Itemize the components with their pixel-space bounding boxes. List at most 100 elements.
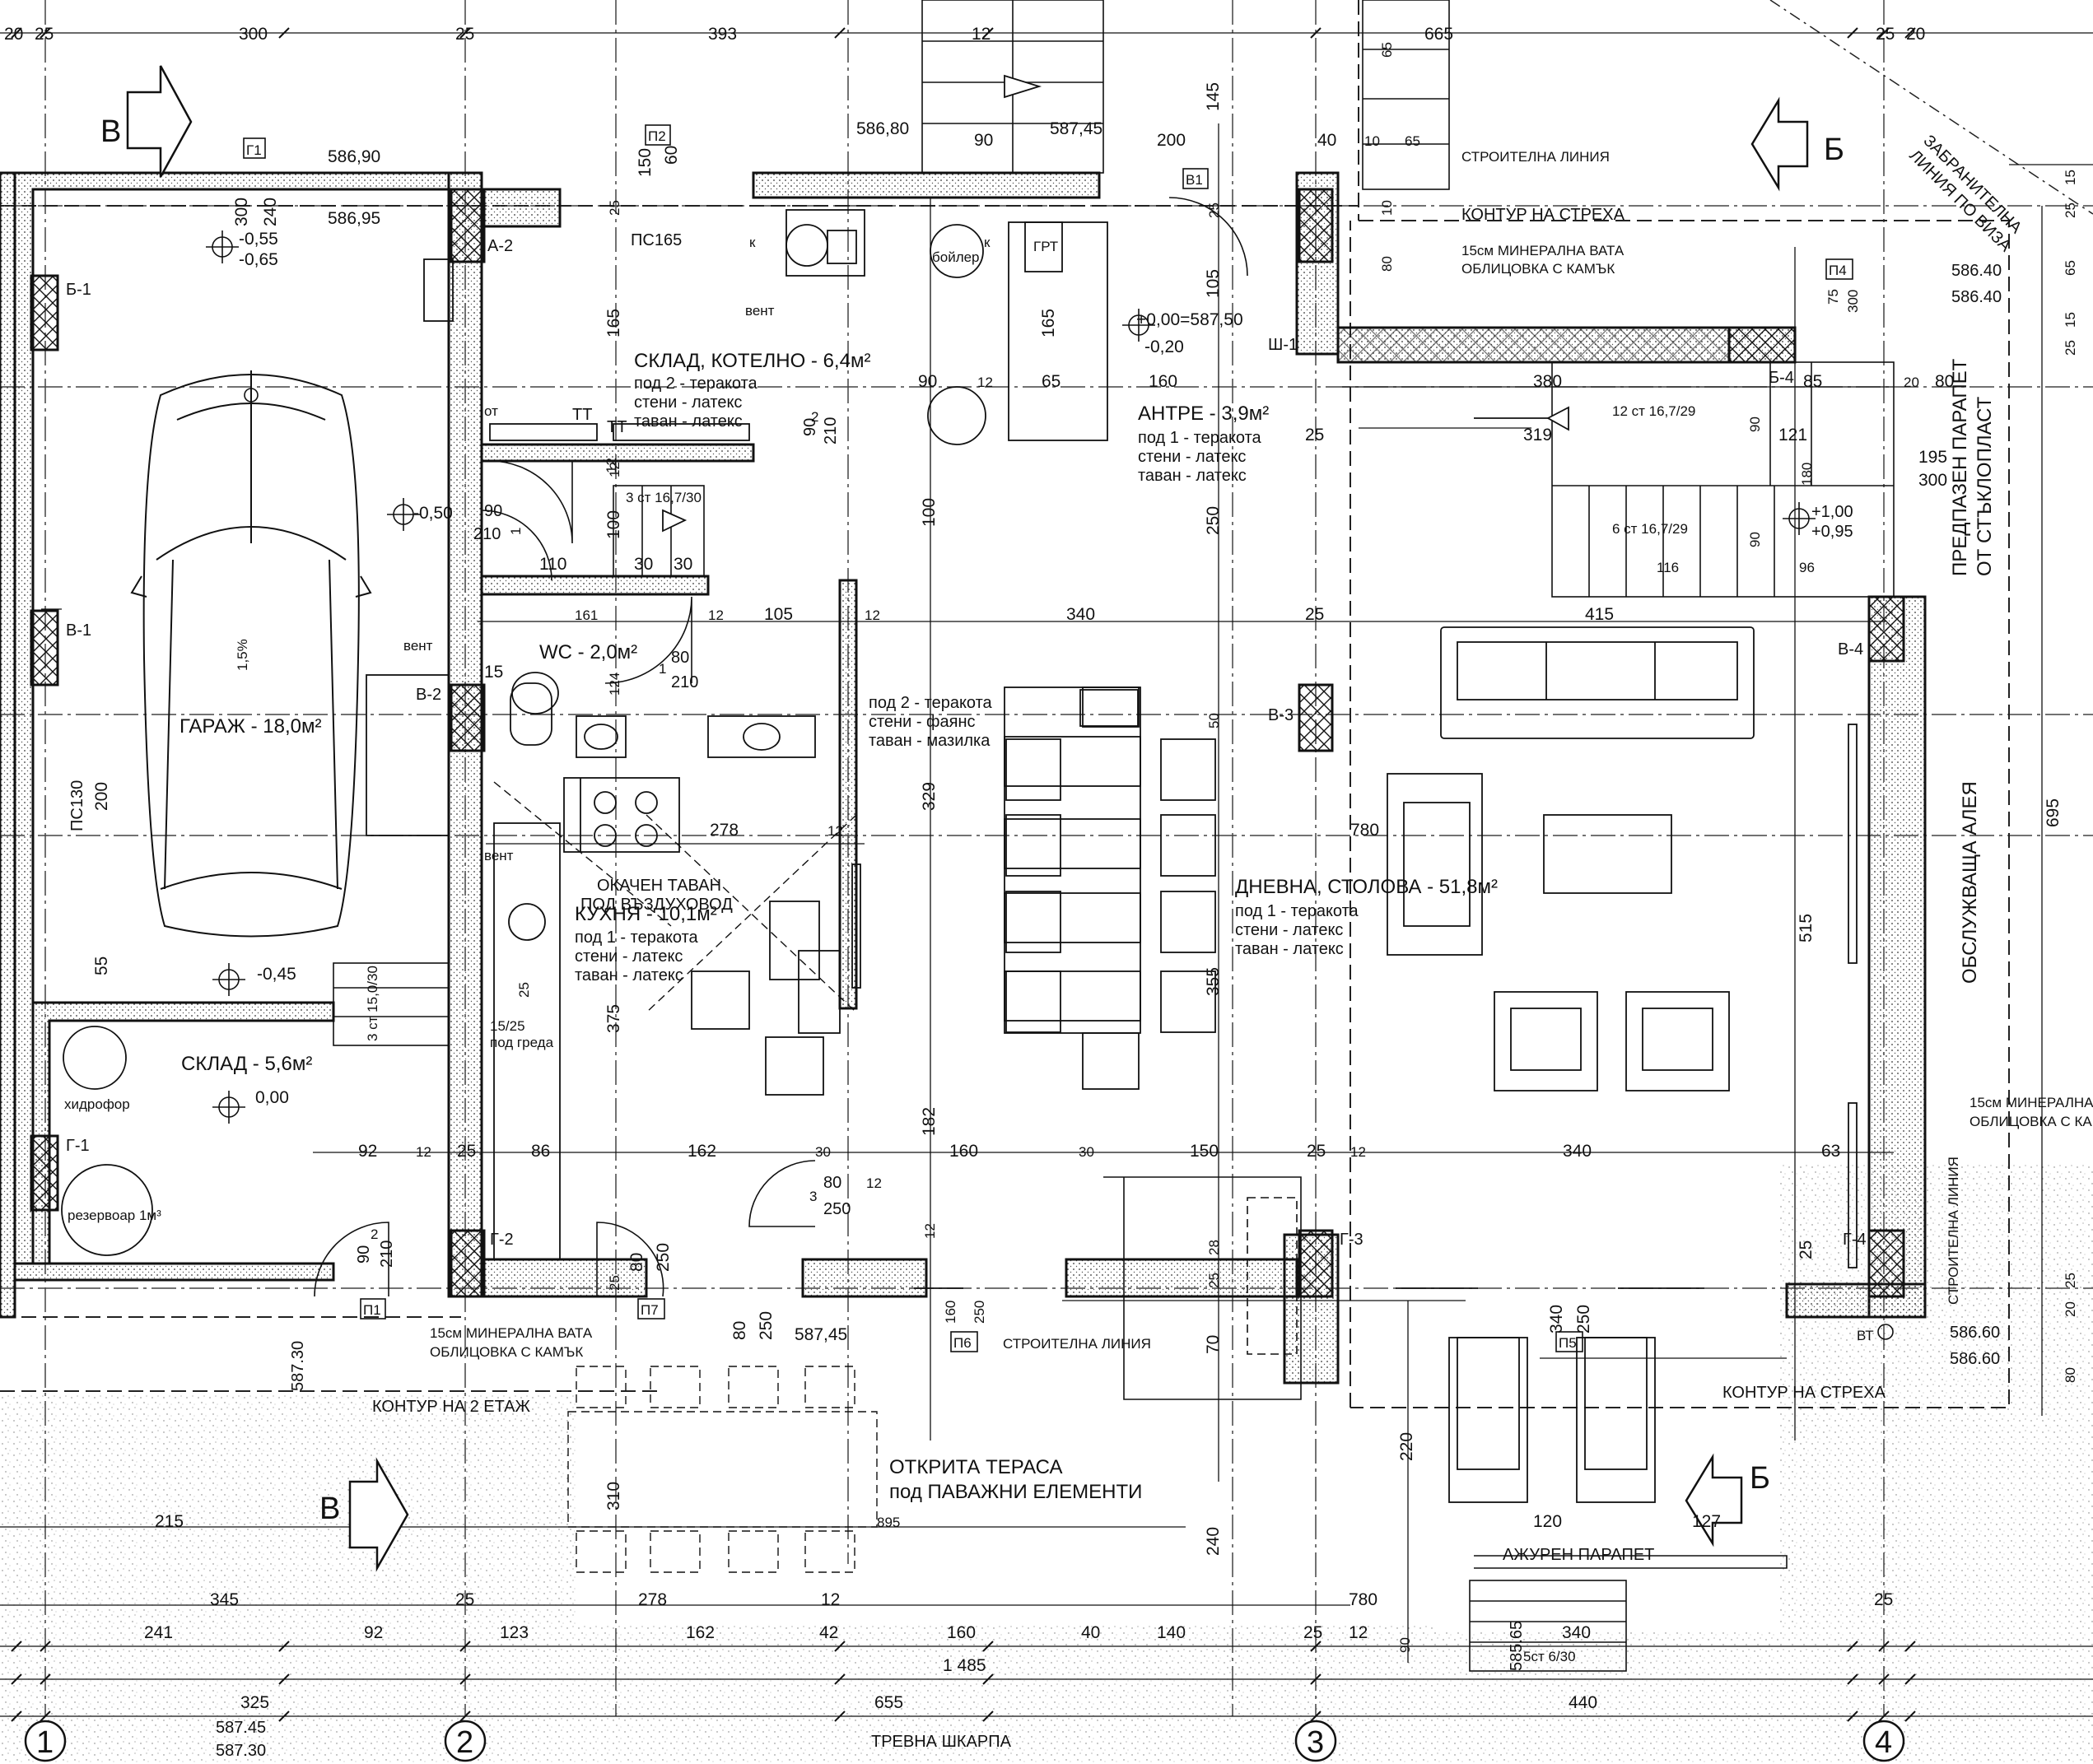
note-build-line-right: СТРОИТЕЛНА ЛИНИЯ: [1946, 1157, 1961, 1305]
room-living-walls: стени - латекс: [1235, 921, 1343, 939]
dim-c12: 96: [1799, 560, 1815, 575]
dim-d24: 63: [1821, 1142, 1840, 1161]
dimension-tick: [834, 1641, 846, 1652]
dim-e1: 215: [155, 1512, 184, 1531]
dim-d25: 12: [866, 1175, 882, 1191]
dim-top-4: 25: [455, 25, 474, 44]
dim-c7: 195: [1918, 448, 1947, 467]
door-4-height: 210: [378, 1240, 396, 1268]
door-2-height: 210: [671, 673, 698, 691]
room-hall-walls: стени - латекс: [1138, 448, 1246, 466]
dimension-tick: [1847, 27, 1858, 39]
tag-k-1: к: [749, 235, 756, 250]
car-symbol: [130, 370, 372, 938]
tag-boxes: [243, 124, 1853, 1352]
dim-b20: 124: [607, 673, 622, 696]
dim-a13: 25: [1206, 202, 1222, 218]
dim-d23: 340: [1563, 1142, 1592, 1161]
dim-d3: 278: [710, 821, 739, 840]
dimension-tick: [1904, 1673, 1916, 1685]
level-587-45: 587,45: [1050, 119, 1102, 138]
level-587-45c: 587.45: [216, 1719, 266, 1737]
room-terrace: ОТКРИТА ТЕРАСА: [889, 1456, 1062, 1478]
dim-e2: 895: [877, 1515, 900, 1530]
dim-b1: 160: [1149, 372, 1177, 391]
axis-4: 4: [1875, 1725, 1892, 1760]
dim-d11: 182: [920, 1107, 939, 1136]
level-m055: -0,55: [239, 230, 278, 249]
dim-g10: 12: [1349, 1623, 1368, 1642]
dim-b11: 100: [604, 510, 623, 539]
dim-top-5: 393: [708, 25, 737, 44]
dim-d40: 220: [1397, 1432, 1416, 1461]
dim-c14: 75: [1825, 289, 1841, 305]
tag-p4: П4: [1829, 263, 1847, 278]
room-wc: WC - 2,0м²: [539, 641, 637, 663]
level-586-90: 586,90: [328, 147, 380, 166]
tag-g1-window: Г-1: [66, 1137, 90, 1155]
dim-f2: 25: [455, 1590, 474, 1609]
section-arrows: [126, 65, 1809, 1572]
dim-b14: 105: [764, 605, 793, 624]
tag-k-2: к: [984, 235, 991, 250]
note-insulation-right-2: ОБЛИЦОВКА С КА: [1969, 1114, 2092, 1129]
dim-c5: 319: [1523, 426, 1552, 444]
note-tank: резервоар 1м³: [68, 1208, 161, 1223]
dimension-tick: [459, 1710, 471, 1722]
furniture: [61, 209, 1858, 1503]
door-1-width: 90: [484, 502, 502, 520]
dim-f3: 278: [638, 1590, 667, 1609]
dimension-tick: [1878, 1641, 1890, 1652]
dim-c17: 25: [1305, 426, 1324, 444]
tag-v1-window: В-1: [66, 621, 91, 640]
dim-a6: 65: [1405, 133, 1420, 149]
level-586-60b: 586.60: [1950, 1350, 2000, 1368]
wall-mid-garage: [31, 1001, 335, 1265]
dim-d29: 250: [654, 1243, 673, 1272]
note-contour-2nd: КОНТУР НА 2 ЕТАЖ: [372, 1398, 530, 1416]
level-p100: +1,00: [1811, 503, 1853, 521]
wall-boiler-north: [480, 188, 562, 228]
dimension-tick: [11, 1641, 22, 1652]
dim-d2: 55: [92, 956, 111, 975]
dim-d33: 250: [972, 1301, 987, 1324]
level-586-80: 586,80: [856, 119, 909, 138]
room-hall-floor: под 1 - теракота: [1138, 429, 1262, 447]
note-parapet-1: ПРЕДПАЗЕН ПАРАПЕТ: [1949, 358, 1971, 576]
dim-r4: 15: [2063, 312, 2078, 328]
door-5-num: 3: [809, 1189, 817, 1204]
dim-d31: 250: [757, 1311, 776, 1340]
tag-v1: В1: [1186, 172, 1203, 188]
level-586-40a: 586.40: [1951, 262, 2002, 280]
tag-p6: П6: [953, 1335, 972, 1351]
door-2-width: 80: [671, 649, 689, 667]
columns: [30, 188, 1905, 1298]
tag-sh1: Ш-1: [1268, 336, 1298, 354]
dim-c4: 80: [1935, 372, 1954, 391]
dim-g11: 340: [1562, 1623, 1591, 1642]
tag-a2: А-2: [487, 237, 513, 255]
note-parapet-2: ОТ СТЪКЛОПЛАСТ: [1974, 396, 1996, 576]
door-3-height: 210: [822, 417, 840, 444]
dim-c15: 300: [1845, 290, 1861, 313]
terrace-table: [493, 781, 878, 1573]
axis-1: 1: [36, 1725, 54, 1760]
dim-d9: 355: [1204, 967, 1223, 996]
section-label-v-top: В: [100, 114, 121, 149]
dim-d36: 25: [607, 1275, 622, 1291]
door-5-width: 80: [823, 1174, 841, 1192]
dim-a9: 60: [662, 146, 681, 165]
wall-east: [1867, 595, 1927, 1319]
dim-top-8: 25: [1876, 25, 1895, 44]
dim-r6: 25: [2063, 1273, 2078, 1288]
note-build-line-top: СТРОИТЕЛНА ЛИНИЯ: [1461, 149, 1610, 165]
dim-g12: 90: [1397, 1637, 1413, 1653]
dimension-tick: [1904, 27, 1916, 39]
dim-d34: 70: [1204, 1335, 1223, 1354]
wall-boiler-south: [480, 443, 755, 463]
tag-v3: В-3: [1268, 706, 1294, 724]
dim-a18: 10: [1379, 200, 1395, 216]
level-585-65: 585.65: [1508, 1621, 1526, 1671]
dimension-tick: [11, 1710, 22, 1722]
dimension-tick: [1847, 1673, 1858, 1685]
